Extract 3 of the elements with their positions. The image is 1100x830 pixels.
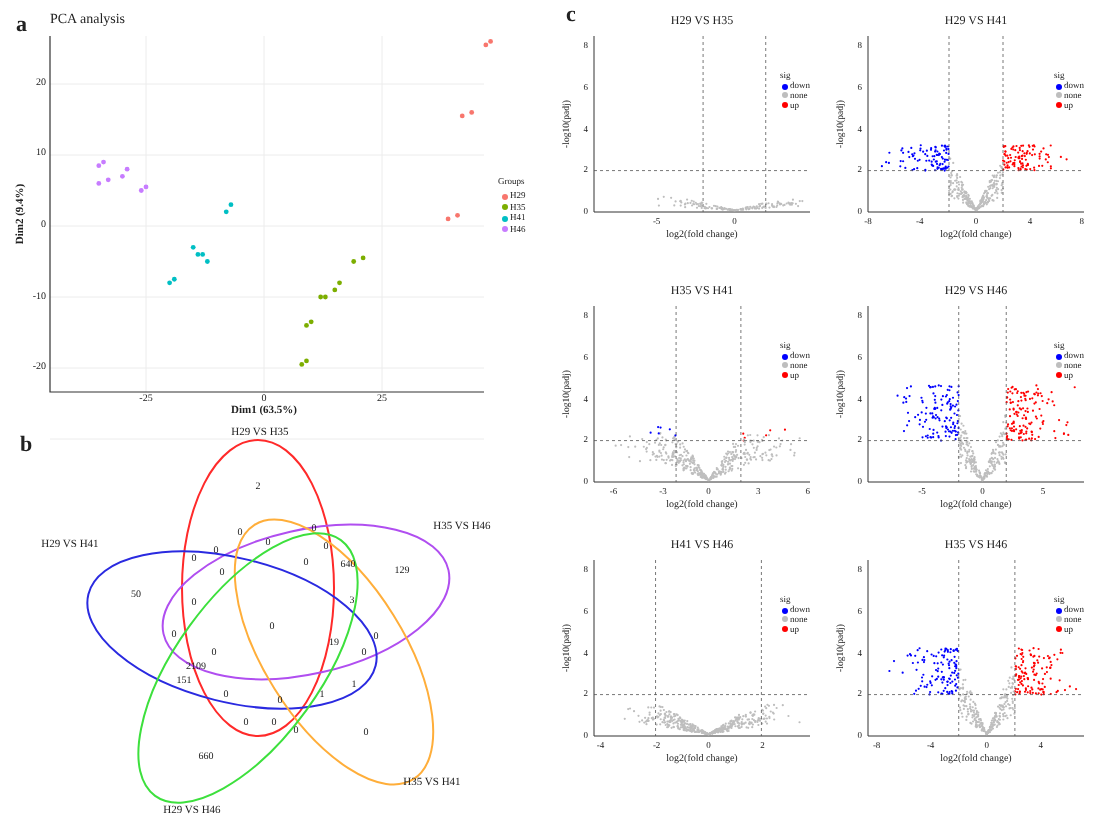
- panel-letter: b: [20, 435, 33, 457]
- panel-letter: a: [16, 15, 27, 37]
- panel-letter: c: [566, 5, 576, 27]
